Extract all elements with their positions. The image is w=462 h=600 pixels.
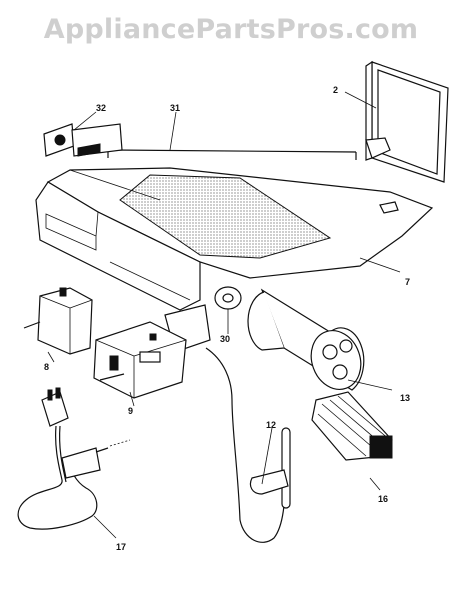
part-32-clip xyxy=(43,123,123,157)
watermark-logo: AppliancePartsPros.com xyxy=(43,14,419,45)
callout-31: 31 xyxy=(170,103,180,113)
part-17-power-cord xyxy=(17,387,131,530)
callout-7: 7 xyxy=(405,277,410,287)
part-8-relay xyxy=(23,287,93,355)
callout-32: 32 xyxy=(96,103,106,113)
part-9-switch xyxy=(93,321,187,399)
part-2-panel xyxy=(365,60,449,183)
callout-8: 8 xyxy=(44,362,49,372)
callout-17: 17 xyxy=(116,542,126,552)
callout-12: 12 xyxy=(266,420,276,430)
part-13-capacitor xyxy=(247,288,365,391)
part-16-harness xyxy=(311,391,393,461)
callout-16: 16 xyxy=(378,494,388,504)
part-31-heater-rod xyxy=(107,149,357,160)
main-housing xyxy=(35,167,434,353)
callout-2: 2 xyxy=(333,85,338,95)
callout-13: 13 xyxy=(400,393,410,403)
leader-lines xyxy=(47,91,401,539)
callout-30: 30 xyxy=(220,334,230,344)
part-30-grommet xyxy=(214,286,242,310)
callout-9: 9 xyxy=(128,406,133,416)
part-12-thermostat xyxy=(205,347,291,543)
